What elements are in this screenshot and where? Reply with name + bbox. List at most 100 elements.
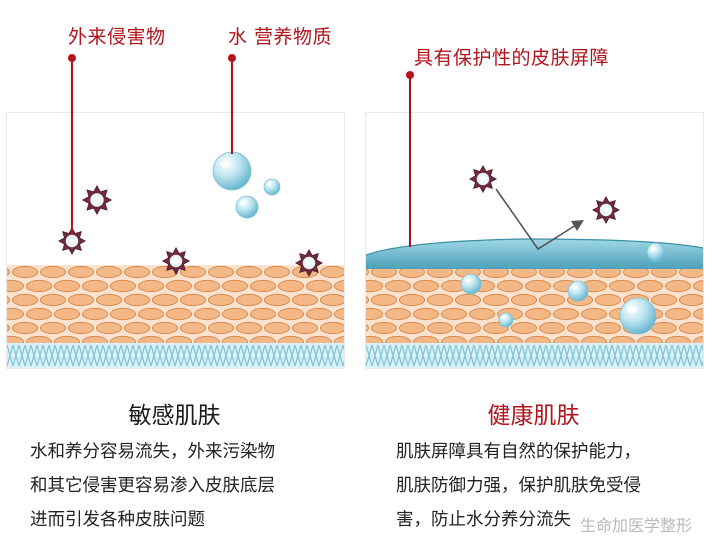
membrane-stroke bbox=[78, 344, 86, 367]
skin-cell bbox=[82, 279, 108, 293]
membrane-stroke bbox=[174, 344, 182, 367]
skin-cell bbox=[525, 279, 551, 293]
skin-cell bbox=[180, 265, 206, 279]
skin-cell bbox=[208, 321, 234, 335]
membrane-stroke bbox=[114, 344, 122, 367]
pointer-label-harmful: 外来侵害物 bbox=[68, 26, 166, 48]
skin-cell bbox=[208, 293, 234, 307]
membrane-stroke bbox=[497, 344, 505, 367]
skin-cell bbox=[54, 307, 80, 321]
membrane-stroke bbox=[575, 344, 583, 367]
skin-cell bbox=[320, 321, 344, 335]
skin-cell bbox=[651, 321, 677, 335]
membrane-stroke bbox=[198, 344, 206, 367]
skin-cell bbox=[371, 293, 397, 307]
skin-cell bbox=[366, 279, 383, 293]
membrane-stroke bbox=[557, 344, 565, 367]
skin-cell bbox=[693, 308, 703, 320]
membrane-stroke bbox=[288, 344, 296, 367]
droplet-highlight bbox=[266, 182, 272, 186]
harmful-particle-glint bbox=[173, 258, 179, 264]
membrane-stroke bbox=[210, 344, 218, 367]
membrane-stroke bbox=[60, 344, 68, 367]
membrane-stroke bbox=[581, 344, 589, 367]
skin-cell bbox=[96, 293, 122, 307]
skin-cell bbox=[609, 279, 635, 293]
skin-cell bbox=[166, 307, 192, 321]
membrane-stroke bbox=[395, 344, 403, 367]
sensitive-skin-diagram bbox=[6, 112, 345, 369]
skin-cell bbox=[7, 324, 10, 332]
membrane-stroke bbox=[306, 344, 314, 367]
skin-cell bbox=[413, 279, 439, 293]
skin-cell bbox=[595, 321, 621, 335]
membrane-stroke bbox=[665, 344, 673, 367]
membrane-stroke bbox=[455, 344, 463, 367]
membrane-stroke bbox=[216, 344, 224, 367]
skin-cell bbox=[12, 293, 38, 307]
skin-cell bbox=[292, 321, 318, 335]
skin-cell bbox=[581, 307, 607, 321]
membrane-stroke bbox=[521, 344, 529, 367]
water-droplet-icon bbox=[619, 297, 657, 335]
membrane-stroke bbox=[491, 344, 499, 367]
membrane-stroke bbox=[515, 344, 523, 367]
membrane-stroke bbox=[318, 344, 326, 367]
skin-cell bbox=[208, 265, 234, 279]
skin-cell bbox=[366, 296, 369, 304]
skin-cell bbox=[40, 265, 66, 279]
skin-cell bbox=[26, 279, 52, 293]
membrane-stroke bbox=[635, 344, 643, 367]
skin-cell bbox=[222, 279, 248, 293]
skin-cell bbox=[651, 293, 677, 307]
skin-cell bbox=[483, 293, 509, 307]
skin-cell bbox=[665, 279, 691, 293]
membrane-stroke bbox=[653, 344, 661, 367]
skin-cell bbox=[96, 321, 122, 335]
skin-cell bbox=[595, 293, 621, 307]
skin-cell bbox=[637, 279, 663, 293]
skin-cell bbox=[236, 293, 262, 307]
membrane-stroke bbox=[593, 344, 601, 367]
skin-cell bbox=[222, 307, 248, 321]
healthy-skin-description: 肌肤屏障具有自然的保护能力， 肌肤防御力强，保护肌肤免受侵 害，防止水分养分流失 bbox=[396, 435, 641, 537]
skin-cell bbox=[152, 321, 178, 335]
pointer-line-harmful bbox=[71, 58, 73, 234]
pointer-line-water bbox=[231, 58, 233, 154]
membrane-stroke bbox=[336, 344, 344, 367]
water-droplet-icon bbox=[646, 242, 666, 262]
skin-cell bbox=[539, 293, 565, 307]
skin-cell bbox=[427, 321, 453, 335]
water-droplet-icon bbox=[498, 312, 514, 328]
membrane-stroke bbox=[18, 344, 26, 367]
skin-cell bbox=[166, 279, 192, 293]
sensitive-skin-description: 水和养分容易流失，外来污染物 和其它侵害更容易渗入皮肤底层 进而引发各种皮肤问题 bbox=[30, 435, 275, 537]
membrane-stroke bbox=[168, 344, 176, 367]
membrane-stroke bbox=[138, 344, 146, 367]
description-line: 和其它侵害更容易渗入皮肤底层 bbox=[30, 476, 275, 496]
skin-cell bbox=[68, 265, 94, 279]
description-line: 害，防止水分养分流失 bbox=[396, 510, 571, 530]
membrane-stroke bbox=[312, 344, 320, 367]
skin-cell bbox=[366, 324, 369, 332]
membrane-stroke bbox=[545, 344, 553, 367]
membrane-stroke bbox=[24, 344, 32, 367]
skin-cell bbox=[385, 279, 411, 293]
membrane-stroke bbox=[407, 344, 415, 367]
skin-cell bbox=[525, 307, 551, 321]
skin-cell bbox=[54, 279, 80, 293]
skin-cell bbox=[371, 321, 397, 335]
membrane-stroke bbox=[413, 344, 421, 367]
membrane-stroke bbox=[72, 344, 80, 367]
pointer-label-barrier: 具有保护性的皮肤屏障 bbox=[414, 47, 610, 69]
skin-cell bbox=[366, 268, 369, 276]
membrane-stroke bbox=[443, 344, 451, 367]
membrane-stroke bbox=[479, 344, 487, 367]
membrane-stroke bbox=[587, 344, 595, 367]
membrane-stroke bbox=[186, 344, 194, 367]
membrane-stroke bbox=[330, 344, 338, 367]
skin-cell bbox=[138, 307, 164, 321]
skin-cell bbox=[68, 293, 94, 307]
skin-cell bbox=[264, 321, 290, 335]
skin-cell bbox=[334, 280, 344, 292]
